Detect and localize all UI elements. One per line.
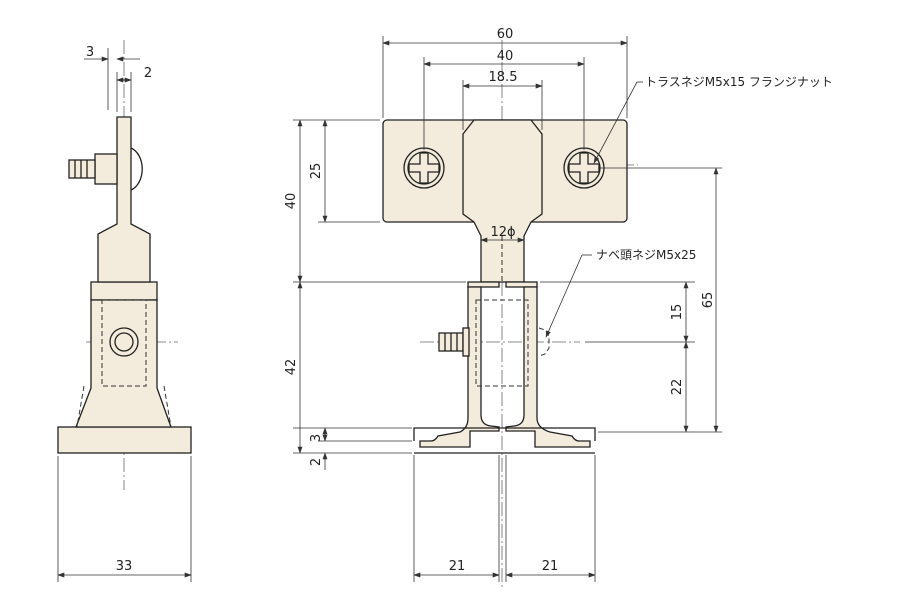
dim-side-33: 33 bbox=[116, 559, 133, 574]
side-view: 3 2 33 bbox=[57, 40, 192, 582]
dim-height-65: 65 bbox=[701, 292, 716, 309]
dim-bottom-21-left: 21 bbox=[449, 559, 466, 574]
side-clamp-body bbox=[75, 299, 172, 428]
side-screw-thread bbox=[68, 159, 96, 179]
dim-height-3: 3 bbox=[309, 434, 324, 442]
clamp-lip-right bbox=[505, 281, 538, 288]
dim-width-18-5: 18.5 bbox=[489, 70, 518, 85]
front-view: 60 40 18.5 40 25 42 3 2 65 15 bbox=[284, 27, 833, 588]
clamp-lip-left bbox=[467, 281, 500, 288]
clamp-left-half bbox=[419, 286, 500, 448]
dim-bottom-21-right: 21 bbox=[542, 559, 559, 574]
dim-height-2: 2 bbox=[309, 458, 324, 466]
dim-height-25: 25 bbox=[309, 163, 324, 180]
dim-side-2: 2 bbox=[144, 66, 152, 81]
dim-side-3: 3 bbox=[86, 45, 94, 60]
dim-height-15: 15 bbox=[670, 304, 685, 321]
side-clamp-top bbox=[90, 281, 158, 301]
base-rail bbox=[413, 427, 596, 441]
side-screw-head bbox=[130, 147, 143, 191]
side-flange-nut bbox=[94, 153, 118, 185]
callout-pan-screw: ナベ頭ネジM5x25 bbox=[596, 248, 696, 262]
pan-head-screw bbox=[438, 327, 550, 357]
side-clamp-screw-head bbox=[109, 327, 139, 357]
dim-width-40: 40 bbox=[497, 49, 514, 64]
dim-height-42: 42 bbox=[284, 359, 299, 376]
callout-flange-nut: トラスネジM5x15 フランジナット bbox=[645, 75, 833, 89]
side-base-plate bbox=[57, 426, 192, 454]
dim-height-22: 22 bbox=[670, 379, 685, 396]
side-stem-plate bbox=[97, 116, 151, 283]
center-stem bbox=[462, 119, 543, 283]
dim-diameter-12: 12ϕ bbox=[490, 225, 515, 240]
dim-height-40: 40 bbox=[284, 193, 299, 210]
dim-width-60: 60 bbox=[497, 27, 514, 42]
clamp-right-half bbox=[505, 286, 591, 448]
